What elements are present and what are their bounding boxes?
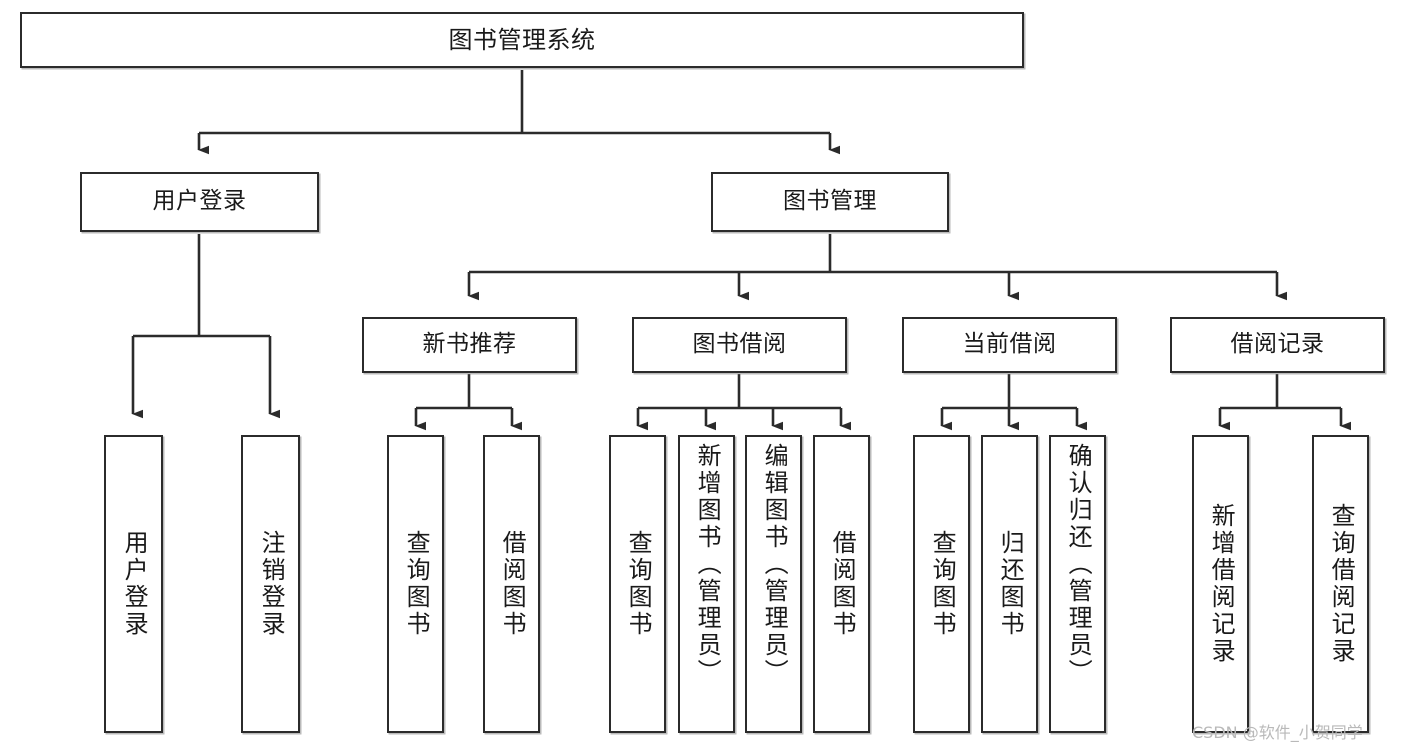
node-book-borrowing[interactable]: 图书借阅 (632, 317, 847, 373)
leaf-bb-query-books[interactable]: 查询图书 (609, 435, 666, 733)
node-label: 确认归还（管理员） (1064, 443, 1093, 686)
leaf-cb-confirm-return-admin[interactable]: 确认归还（管理员） (1049, 435, 1106, 733)
node-borrowing-record[interactable]: 借阅记录 (1170, 317, 1385, 373)
leaf-user-login[interactable]: 用户登录 (104, 435, 163, 733)
node-label: 查询图书 (624, 530, 653, 638)
node-label: 当前借阅 (962, 331, 1057, 358)
node-label: 新书推荐 (422, 331, 517, 358)
node-label: 归还图书 (996, 530, 1025, 638)
csdn-watermark: CSDN @软件_小贺同学 (1192, 723, 1363, 742)
node-label: 新增图书（管理员） (693, 443, 722, 686)
node-label: 借阅图书 (828, 530, 857, 638)
leaf-nbr-borrow-books[interactable]: 借阅图书 (483, 435, 540, 733)
node-label: 查询借阅记录 (1327, 503, 1356, 665)
node-root-book-management-system[interactable]: 图书管理系统 (20, 12, 1024, 68)
leaf-bb-borrow-books[interactable]: 借阅图书 (813, 435, 870, 733)
node-user-login[interactable]: 用户登录 (80, 172, 319, 232)
leaf-cb-query-books[interactable]: 查询图书 (913, 435, 970, 733)
node-book-management[interactable]: 图书管理 (711, 172, 949, 232)
leaf-logout[interactable]: 注销登录 (241, 435, 300, 733)
leaf-nbr-query-books[interactable]: 查询图书 (387, 435, 444, 733)
node-label: 用户登录 (120, 530, 149, 638)
node-label: 图书管理系统 (448, 25, 596, 54)
node-label: 图书管理 (783, 188, 877, 215)
leaf-br-query-record[interactable]: 查询借阅记录 (1312, 435, 1369, 733)
node-current-borrowing[interactable]: 当前借阅 (902, 317, 1117, 373)
node-label: 注销登录 (257, 530, 286, 638)
node-label: 查询图书 (928, 530, 957, 638)
leaf-cb-return-books[interactable]: 归还图书 (981, 435, 1038, 733)
node-label: 借阅图书 (498, 530, 527, 638)
leaf-bb-add-book-admin[interactable]: 新增图书（管理员） (678, 435, 735, 733)
leaf-bb-edit-book-admin[interactable]: 编辑图书（管理员） (745, 435, 802, 733)
node-label: 查询图书 (402, 530, 431, 638)
node-label: 新增借阅记录 (1207, 503, 1236, 665)
node-label: 图书借阅 (692, 331, 787, 358)
node-label: 用户登录 (152, 188, 247, 215)
node-label: 借阅记录 (1230, 331, 1325, 358)
node-label: 编辑图书（管理员） (760, 443, 789, 686)
leaf-br-add-record[interactable]: 新增借阅记录 (1192, 435, 1249, 733)
node-new-book-recommendation[interactable]: 新书推荐 (362, 317, 577, 373)
